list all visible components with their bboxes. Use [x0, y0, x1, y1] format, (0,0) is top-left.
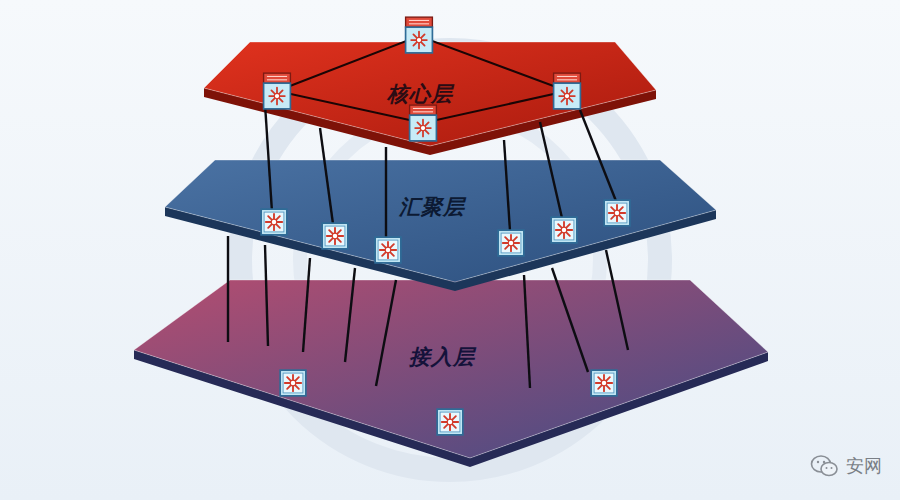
layer-label: 接入层 — [409, 345, 475, 369]
wechat-icon — [810, 454, 840, 478]
watermark: 安网 — [810, 454, 882, 478]
layer-label: 汇聚层 — [399, 195, 465, 219]
core-layer-plane: 核心层 — [198, 30, 662, 162]
plane-shape — [128, 268, 776, 486]
layer-label: 核心层 — [387, 82, 453, 106]
watermark-text: 安网 — [846, 454, 882, 478]
plane-shape — [160, 150, 722, 312]
access-layer-plane: 接入层 — [128, 268, 776, 474]
aggregation-layer-plane: 汇聚层 — [160, 150, 722, 300]
